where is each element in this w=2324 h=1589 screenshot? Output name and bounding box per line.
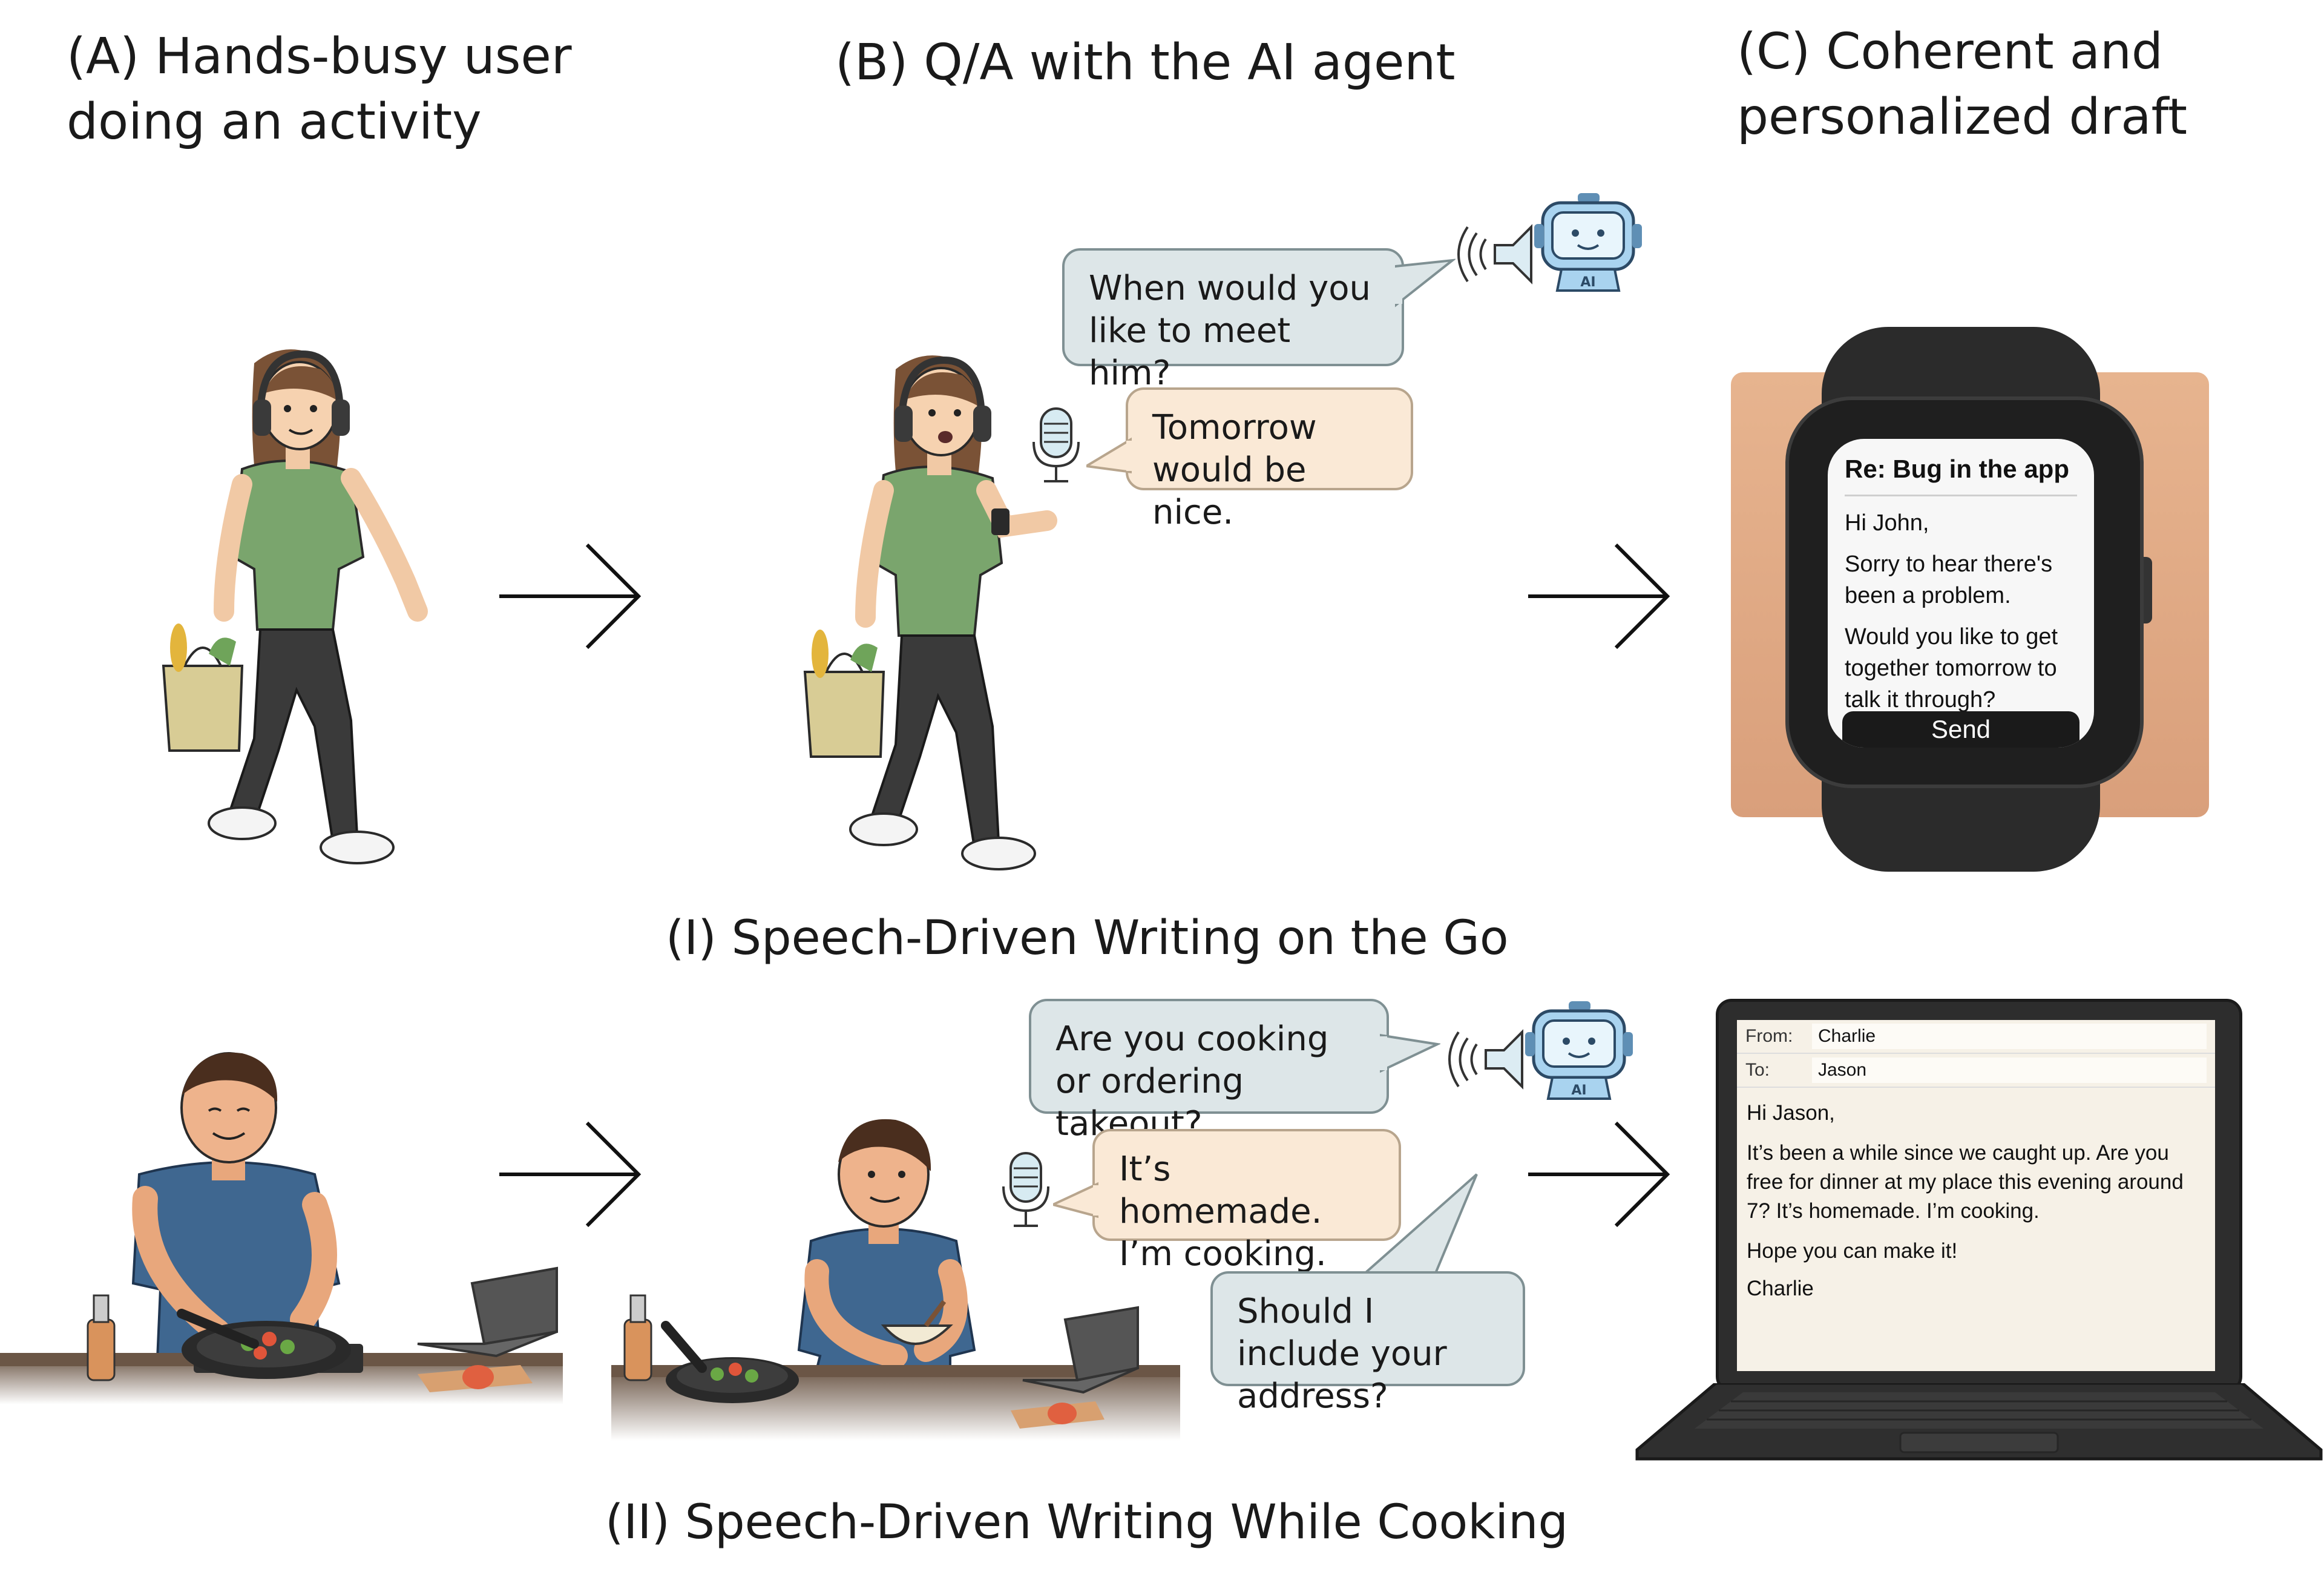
user-answer-text: Tomorrow would be nice. (1152, 408, 1317, 532)
to-field[interactable]: Jason (1812, 1058, 2207, 1083)
bubble-tail (1380, 1033, 1440, 1073)
arrow-right-icon (499, 1121, 642, 1228)
email-closing: Hope you can make it! (1747, 1239, 1958, 1263)
arrow-right-icon (499, 543, 642, 650)
email-body[interactable]: Hi Jason, It’s been a while since we cau… (1737, 1088, 2215, 1303)
laptop-base (1635, 1383, 2323, 1461)
from-row: From: Charlie (1737, 1020, 2215, 1054)
column-title-c: (C) Coherent and personalized draft (1737, 23, 2188, 146)
speaker-icon (1457, 224, 1532, 285)
microphone-icon (1002, 1152, 1049, 1227)
column-title-a: (A) Hands-busy user doing an activity (67, 28, 572, 151)
watch-greeting: Hi John, (1845, 510, 1929, 536)
to-label: To: (1745, 1060, 1770, 1080)
to-row: To: Jason (1737, 1054, 2215, 1088)
send-button[interactable]: Send (1842, 711, 2079, 748)
user-answer-bubble: Tomorrow would be nice. (1126, 387, 1413, 532)
row-title-walking: (I) Speech-Driven Writing on the Go (666, 911, 1509, 966)
watch-line-2: Would you like to get together tomorrow … (1845, 624, 2058, 712)
arrow-right-icon (1528, 543, 1670, 650)
email-signature: Charlie (1747, 1277, 1814, 1300)
user-answer-text: It’s homemade. I’m cooking. (1119, 1150, 1327, 1274)
bubble-tail (1053, 1182, 1098, 1219)
robot-label: AI (1580, 275, 1595, 290)
agent-question-bubble: When would you like to meet him? (1062, 248, 1404, 393)
user-answer-bubble: It’s homemade. I’m cooking. (1092, 1129, 1401, 1274)
row-title-cooking: (II) Speech-Driven Writing While Cooking (605, 1495, 1569, 1550)
watch-screen: Re: Bug in the app Hi John, Sorry to hea… (1828, 439, 2094, 748)
robot-icon: AI (1525, 1001, 1633, 1100)
column-title-b: (B) Q/A with the AI agent (835, 34, 1456, 91)
robot-label: AI (1571, 1083, 1586, 1098)
agent-question-text: When would you like to meet him? (1089, 269, 1371, 393)
email-paragraph: It’s been a while since we caught up. Ar… (1747, 1141, 2184, 1223)
watch-subject: Re: Bug in the app (1845, 452, 2077, 496)
from-field[interactable]: Charlie (1812, 1024, 2207, 1049)
bubble-tail (1086, 437, 1132, 474)
arrow-right-icon (1528, 1121, 1670, 1228)
cooking-man-illustration (0, 1052, 563, 1404)
agent-question-text: Are you cooking or ordering takeout? (1055, 1019, 1329, 1143)
robot-icon: AI (1534, 193, 1642, 292)
email-window: From: Charlie To: Jason Hi Jason, It’s b… (1737, 1020, 2215, 1371)
from-label: From: (1745, 1026, 1793, 1046)
bubble-tail (1395, 258, 1456, 308)
walking-woman-illustration (162, 349, 428, 864)
email-greeting: Hi Jason, (1747, 1101, 1835, 1125)
agent-question-bubble: Are you cooking or ordering takeout? (1029, 999, 1389, 1143)
walking-woman-watch-illustration (803, 355, 1057, 870)
agent-question-bubble-2: Should I include your address? (1210, 1271, 1525, 1416)
cooking-man-bowl-illustration (611, 1119, 1180, 1441)
agent-question-2-text: Should I include your address? (1237, 1292, 1447, 1416)
microphone-icon (1032, 407, 1080, 482)
speaker-icon (1448, 1029, 1523, 1090)
bubble-tail (1358, 1173, 1478, 1277)
watch-line-1: Sorry to hear there's been a problem. (1845, 551, 2053, 608)
